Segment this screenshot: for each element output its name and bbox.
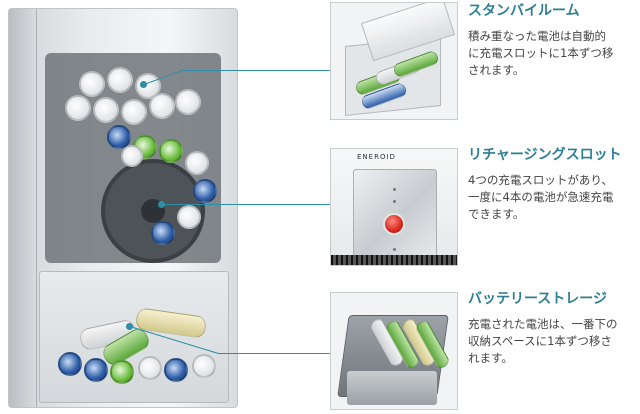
callout-dot-standby bbox=[140, 81, 147, 88]
section-heading: バッテリーストレージ bbox=[468, 291, 608, 307]
callout-dot-slot bbox=[158, 201, 165, 208]
battery-stored bbox=[110, 360, 134, 384]
description-line: れます。 bbox=[468, 351, 513, 365]
description-line: 充電された電池は、一番下の bbox=[468, 317, 618, 331]
section-description: 積み重なった電池は自動的 に充電スロットに1本ずつ移 されます。 bbox=[468, 28, 636, 79]
battery-stored bbox=[192, 354, 216, 378]
battery-standby bbox=[159, 139, 183, 163]
description-line: されます。 bbox=[468, 63, 525, 77]
brand-label: ENEROID bbox=[357, 153, 396, 161]
section-battery-storage: バッテリーストレージ 充電された電池は、一番下の 収納スペースに1本ずつ移さ れ… bbox=[468, 290, 636, 367]
indicator-led bbox=[393, 200, 396, 203]
battery-stored bbox=[164, 358, 188, 382]
battery-charging bbox=[177, 205, 201, 229]
callout-line-slot bbox=[162, 204, 330, 205]
indicator-led bbox=[393, 188, 396, 191]
battery-standby bbox=[79, 71, 105, 97]
standby-room-photo bbox=[330, 2, 458, 120]
section-heading: リチャージングスロット bbox=[468, 147, 622, 163]
battery-standby bbox=[65, 95, 91, 121]
description-line: に充電スロットに1本ずつ移 bbox=[468, 46, 614, 60]
description-line: 積み重なった電池は自動的 bbox=[468, 29, 606, 43]
battery-standby bbox=[185, 151, 209, 175]
recharging-slot-photo: ENEROID bbox=[330, 148, 458, 266]
battery-standby bbox=[121, 99, 147, 125]
battery-stored bbox=[58, 352, 82, 376]
storage-drawer bbox=[39, 271, 229, 403]
red-release-button bbox=[383, 213, 405, 235]
section-standby-room: スタンバイルーム 積み重なった電池は自動的 に充電スロットに1本ずつ移 されます… bbox=[468, 2, 636, 79]
section-description: 充電された電池は、一番下の 収納スペースに1本ずつ移さ れます。 bbox=[468, 316, 636, 367]
description-line: 4つの充電スロットがあり、 bbox=[468, 173, 613, 187]
callout-line-standby bbox=[181, 70, 331, 71]
indicator-led bbox=[393, 248, 396, 251]
charger-cutaway-illustration bbox=[8, 8, 238, 408]
section-heading: スタンバイルーム bbox=[468, 3, 580, 19]
battery-standby bbox=[175, 89, 201, 115]
device-base bbox=[331, 255, 457, 265]
callout-dot-storage bbox=[126, 323, 133, 330]
section-recharging-slot: リチャージングスロット 4つの充電スロットがあり、 一度に4本の電池が急速充電 … bbox=[468, 146, 636, 223]
callout-line-storage bbox=[218, 353, 330, 354]
battery-charging bbox=[121, 145, 143, 167]
battery-stored bbox=[138, 356, 162, 380]
charger-side-panel bbox=[9, 9, 37, 407]
battery-charging bbox=[193, 179, 217, 203]
battery-storage-photo bbox=[330, 292, 458, 410]
battery-standby bbox=[149, 93, 175, 119]
section-description: 4つの充電スロットがあり、 一度に4本の電池が急速充電 できます。 bbox=[468, 172, 636, 223]
battery-standby bbox=[93, 97, 119, 123]
description-line: 一度に4本の電池が急速充電 bbox=[468, 190, 614, 204]
battery-standby bbox=[107, 67, 133, 93]
battery-stored bbox=[84, 358, 108, 382]
battery-charging bbox=[151, 221, 175, 245]
description-line: 収納スペースに1本ずつ移さ bbox=[468, 334, 612, 348]
drawer-front bbox=[347, 371, 437, 405]
description-line: できます。 bbox=[468, 207, 525, 221]
